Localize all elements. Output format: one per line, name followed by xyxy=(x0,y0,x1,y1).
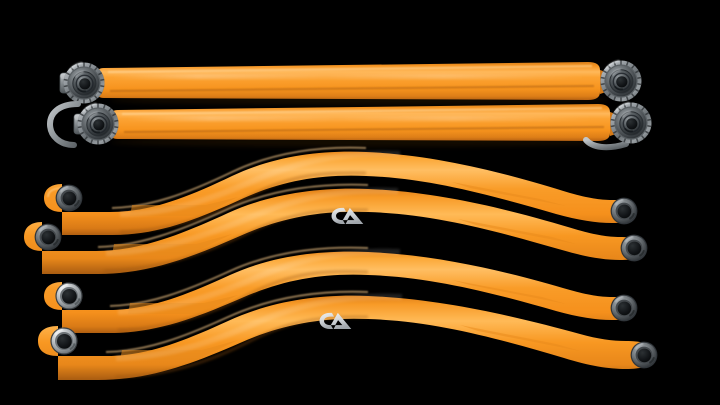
bushing-left-arm-2 xyxy=(35,224,62,251)
part-upper-link-2 xyxy=(46,101,652,151)
bushing-right-arm-4 xyxy=(631,342,658,369)
jam-nut-clip-right xyxy=(583,137,629,151)
jam-nut-clip-left xyxy=(46,101,81,148)
heim-joint-right-upper-2 xyxy=(611,103,652,144)
bushing-right-arm-1 xyxy=(611,198,638,225)
bushing-left-arm-4 xyxy=(50,327,77,354)
bushing-left-arm-1 xyxy=(56,185,83,212)
heim-joint-ball-left-upper-1 xyxy=(64,63,105,104)
heim-joint-left-upper-2 xyxy=(78,104,119,145)
bushing-right-arm-3 xyxy=(611,295,638,322)
part-radius-arm-2 xyxy=(24,183,648,274)
part-radius-arm-3 xyxy=(44,246,638,333)
part-upper-link-1 xyxy=(59,61,642,105)
bushing-left-arm-3 xyxy=(55,282,82,309)
part-radius-arm-4 xyxy=(38,290,658,380)
part-radius-arm-1 xyxy=(44,146,638,235)
heim-joint-right-upper-1 xyxy=(601,61,642,102)
bushing-right-arm-2 xyxy=(621,235,648,262)
